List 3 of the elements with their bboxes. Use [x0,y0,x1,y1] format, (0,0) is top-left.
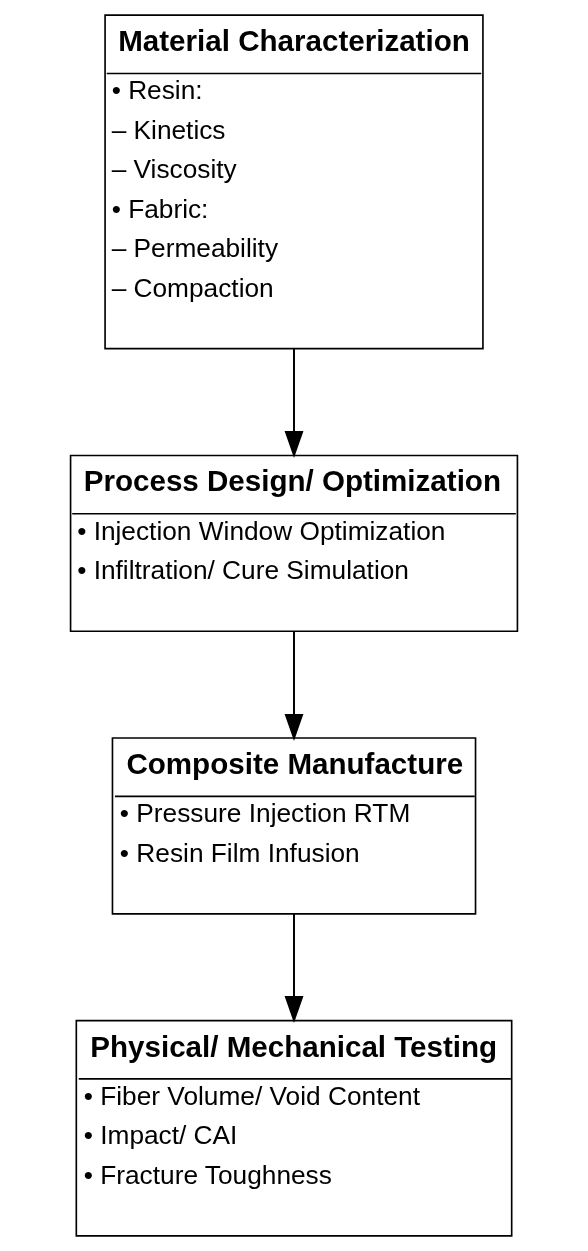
arrow [284,630,304,741]
arrow [284,348,304,459]
arrow [284,913,304,1024]
